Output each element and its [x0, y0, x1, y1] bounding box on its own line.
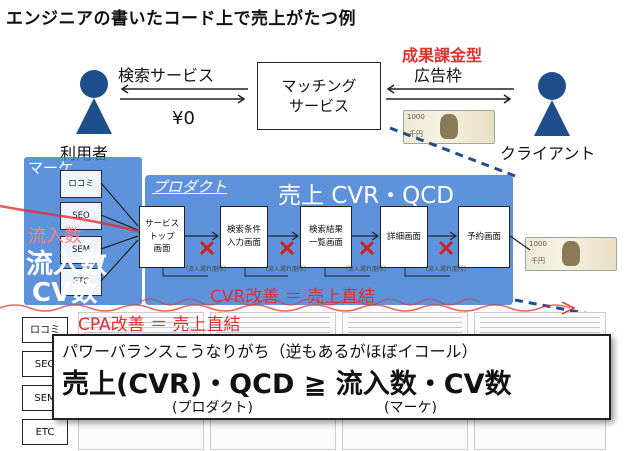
price-zero: ¥0	[172, 108, 195, 129]
marketing-item: SEM	[60, 236, 102, 264]
overlay-line2: 売上(CVR)・QCD ≧ 流入数・CV数	[62, 369, 512, 400]
product-title: プロダクト	[152, 178, 228, 196]
marketing-item: ETC	[60, 268, 102, 296]
step-search-conditions: 検索条件 入力画面	[220, 206, 268, 268]
step-detail: 詳細画面	[380, 206, 428, 268]
cpa-note: CPA改善 ＝ 売上直結	[78, 315, 241, 335]
page-title: エンジニアの書いたコード上で売上がたつ例	[6, 9, 356, 29]
marketing-item: ロコミ	[60, 170, 102, 198]
summary-overlay	[52, 334, 611, 420]
inflow-small-label: 流入数	[28, 226, 82, 247]
ad-slot-label: 広告枠	[414, 66, 463, 85]
user-service-arrows	[120, 84, 248, 104]
overlay-line1: パワーバランスこうなりがち（逆もあるがほぼイコール）	[62, 342, 478, 361]
cvr-note: CVR改善 ＝ 売上直結	[210, 287, 376, 307]
cv-big-label: CV数	[32, 278, 98, 308]
overlay-sub-product: (プロダクト)	[172, 400, 253, 416]
step-reservation: 予約画面	[458, 206, 510, 268]
inflow-big-label: 流入数	[26, 249, 107, 280]
yen-bill-right: 1000 千円	[525, 237, 617, 271]
matching-service-box: マッチング サービス	[257, 62, 381, 130]
leak-label: （流入漏れ箇所）	[342, 266, 391, 273]
leak-label: （流入漏れ箇所）	[182, 266, 231, 273]
client-label: クライアント	[500, 144, 596, 163]
bottom-label: ETC	[22, 419, 68, 445]
cvr-wave	[140, 298, 480, 306]
leak-label: （流入漏れ箇所）	[422, 266, 471, 273]
step-service-top: サービス トップ 画面	[139, 206, 185, 268]
performance-type-label: 成果課金型	[402, 46, 483, 65]
leak-label: （流入漏れ箇所）	[262, 266, 311, 273]
matching-service-label: マッチング サービス	[281, 76, 357, 115]
product-headline: 売上 CVR・QCD	[278, 183, 454, 209]
cpa-wave	[0, 302, 576, 315]
client-figure	[532, 72, 572, 136]
search-service-label: 検索サービス	[118, 66, 215, 85]
overlay-sub-marketing: (マーケ)	[384, 400, 437, 416]
user-figure	[74, 70, 114, 134]
service-client-arrows	[386, 84, 514, 104]
step-search-results: 検索結果 一覧画面	[300, 206, 352, 268]
